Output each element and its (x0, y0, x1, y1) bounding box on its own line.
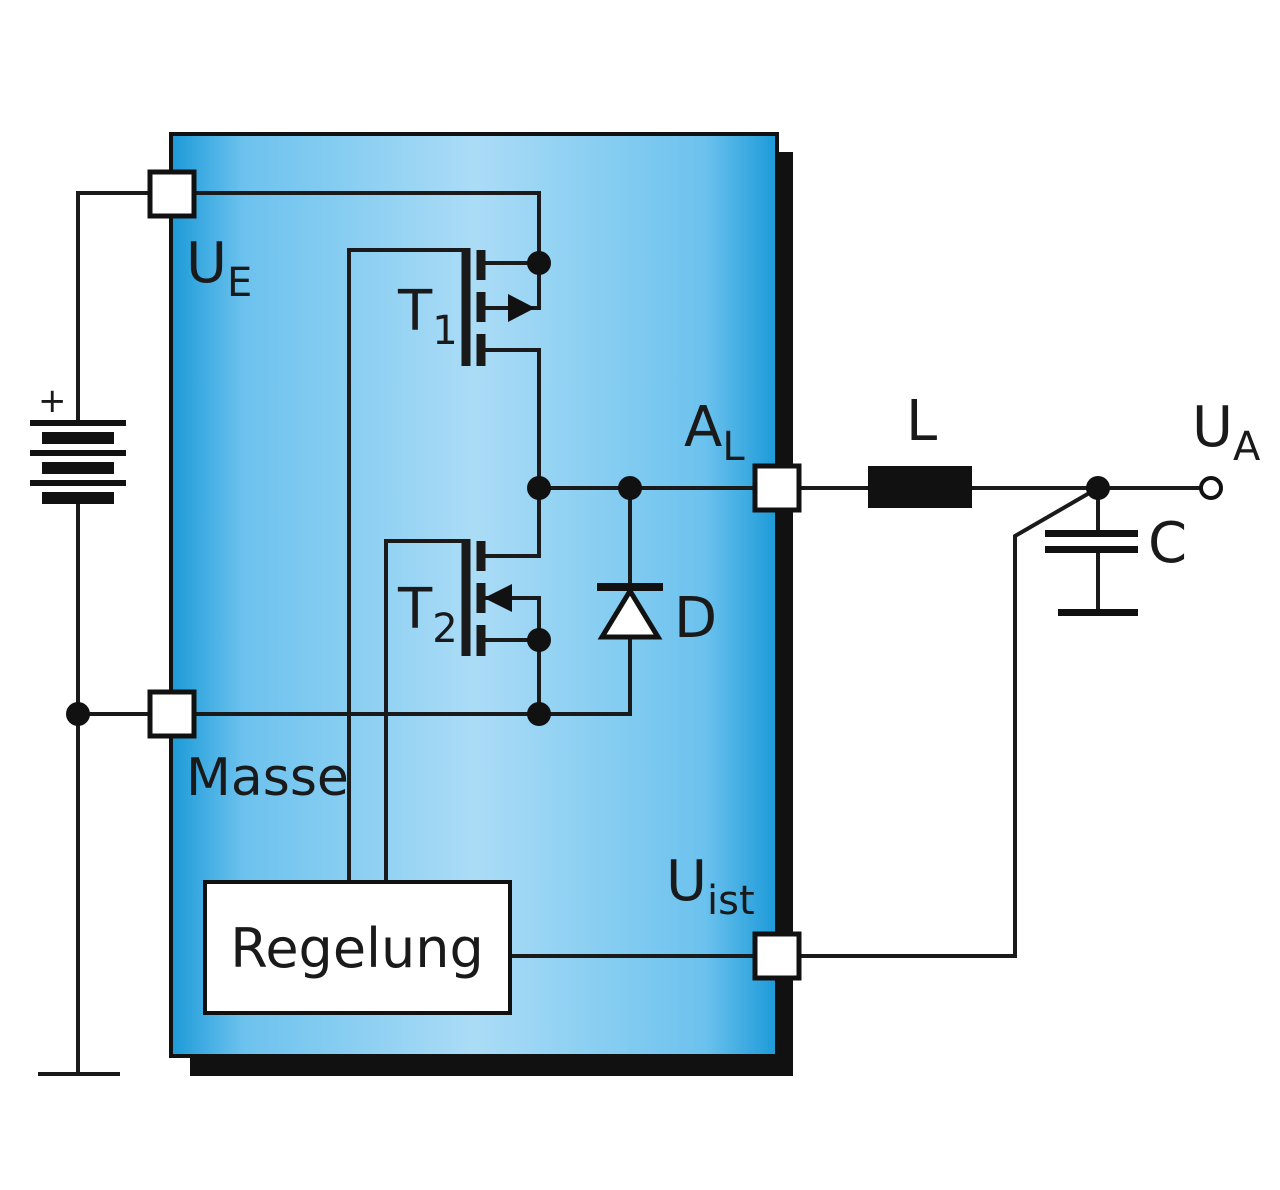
label-t1: T1 (397, 279, 458, 354)
label-c: C (1148, 511, 1187, 576)
output-terminal (1199, 476, 1223, 500)
regelung-label: Regelung (230, 917, 484, 980)
inductor-l (868, 466, 972, 508)
capacitor-c (1045, 530, 1138, 616)
battery-plus-label: + (38, 381, 67, 421)
wires (76, 191, 1200, 958)
junction-dots (66, 251, 1110, 726)
label-ua: UA (1192, 395, 1261, 470)
regelung-box (203, 880, 512, 1015)
masse-terminal (147, 689, 197, 739)
label-al: AL (684, 395, 745, 470)
ue-terminal (147, 169, 197, 219)
al-terminal (752, 463, 802, 513)
label-ue: UE (186, 231, 252, 306)
battery-symbol (30, 191, 126, 1074)
label-d: D (674, 586, 717, 651)
label-l: L (906, 389, 937, 454)
uist-terminal (752, 931, 802, 981)
label-masse: Masse (186, 748, 349, 808)
label-uist: Uist (666, 849, 755, 924)
transistor-t1 (461, 248, 535, 366)
label-t2: T2 (397, 577, 458, 652)
transistor-t2 (461, 539, 512, 656)
diode-d (597, 583, 663, 640)
